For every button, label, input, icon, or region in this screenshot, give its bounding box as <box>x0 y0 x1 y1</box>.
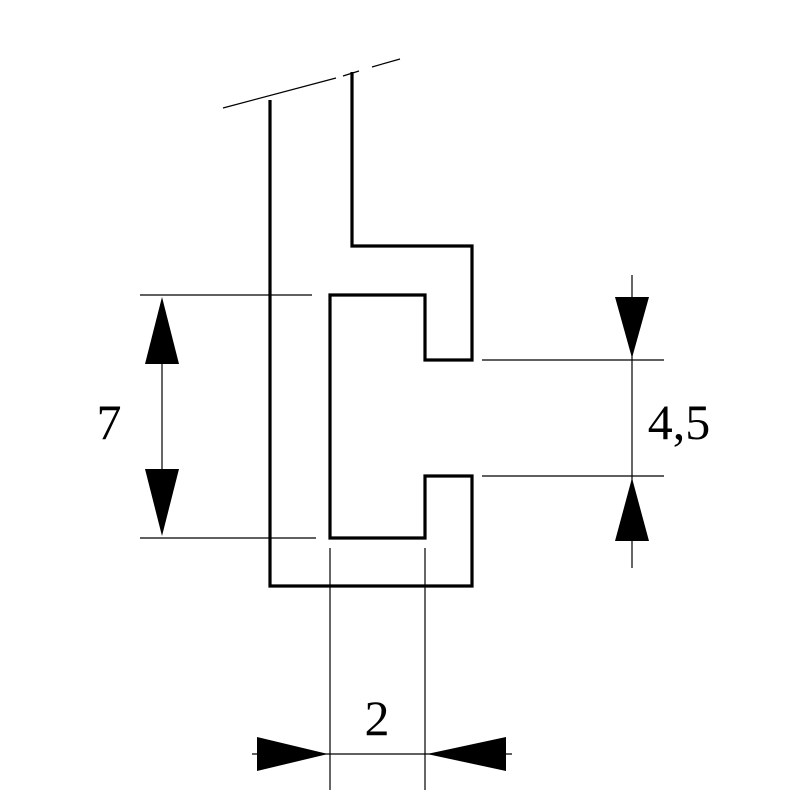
break-line-right-segment <box>371 58 401 68</box>
arrowhead-up <box>615 478 649 541</box>
dimension-label-2: 2 <box>365 690 390 746</box>
break-line <box>222 58 401 109</box>
arrowhead-down <box>145 469 179 536</box>
arrowhead-up <box>145 297 179 364</box>
arrowhead-right <box>257 737 328 771</box>
arrowhead-down <box>615 297 649 358</box>
dimension-4-5: 4,5 <box>615 275 710 568</box>
profile-outline <box>268 72 474 588</box>
break-line-left-segment <box>222 77 337 109</box>
extension-lines <box>140 294 664 790</box>
dimension-label-4-5: 4,5 <box>648 394 711 450</box>
arrowhead-left <box>427 737 506 771</box>
dimension-label-7: 7 <box>97 394 122 450</box>
dimension-7: 7 <box>97 297 179 536</box>
dimension-2: 2 <box>252 690 512 771</box>
